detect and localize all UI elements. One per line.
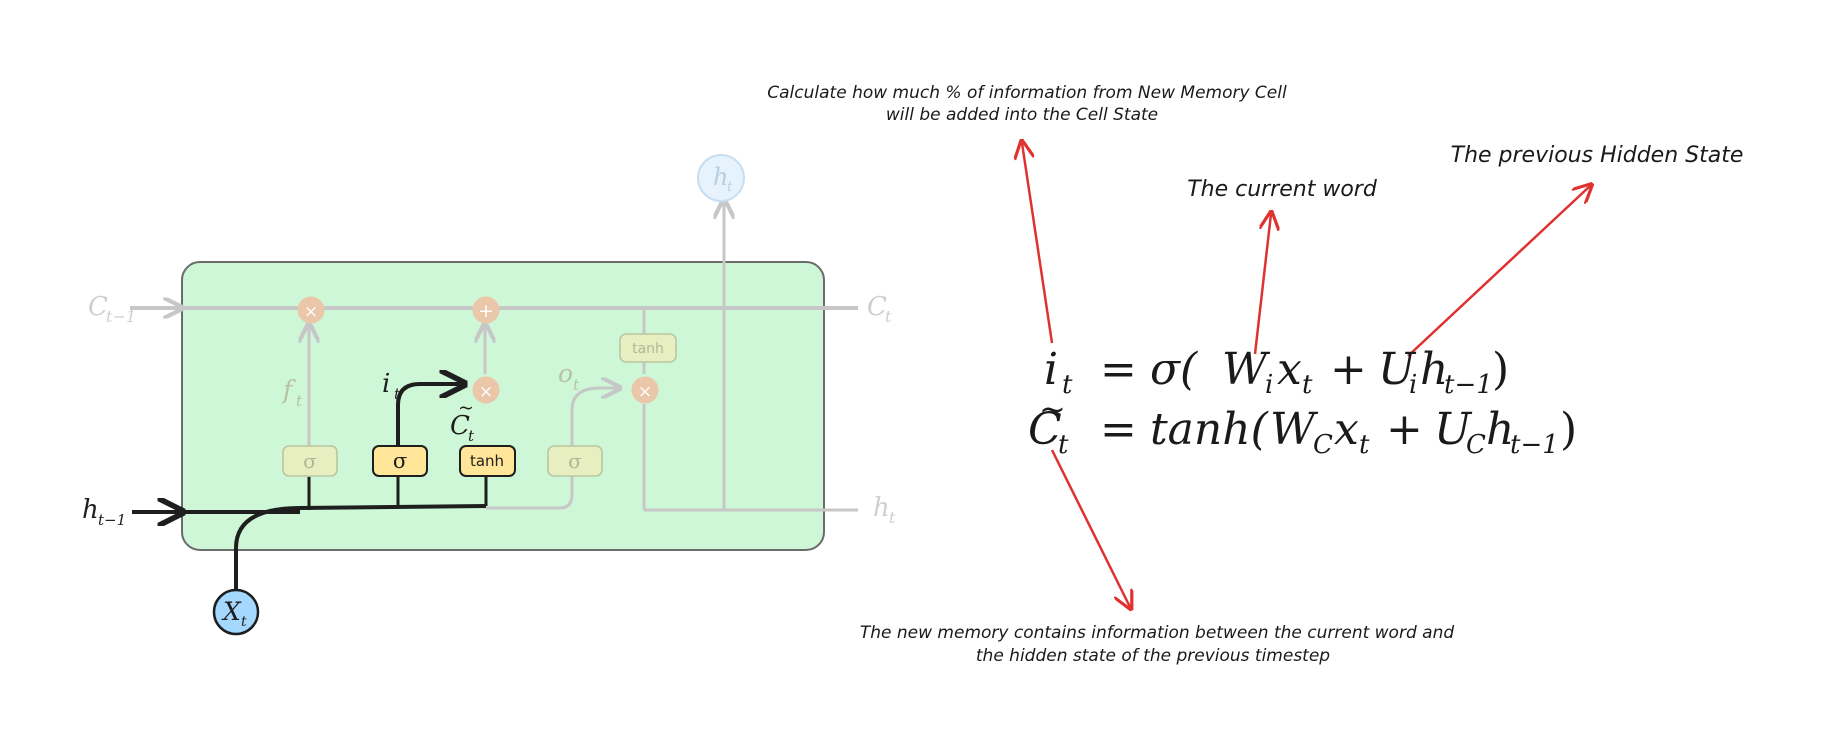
output-sigma-box <box>547 445 603 477</box>
eq1-x-sub: t <box>1302 370 1313 400</box>
input-xt-node <box>212 588 260 636</box>
eq2-w-sub: C <box>1313 430 1333 460</box>
h-prev-label: h <box>82 495 99 525</box>
eq1-u-sub: i <box>1409 370 1417 400</box>
c-out-sub: t <box>885 307 892 326</box>
eq1-x: x <box>1277 344 1302 395</box>
f-t-sub: t <box>296 392 303 410</box>
eq1-equals: = <box>1100 344 1137 395</box>
eq1-fn: σ( <box>1150 344 1198 395</box>
eq2-h: h <box>1486 404 1514 455</box>
eq1-h-sub: t−1 <box>1444 370 1493 400</box>
eq1-w: W <box>1222 344 1271 395</box>
new-memory-note-line1: The new memory contains information betw… <box>860 623 1454 643</box>
input-multiply-op <box>472 376 500 404</box>
input-sigma-label: σ <box>393 449 407 473</box>
eq2-lhs: C <box>1028 404 1062 455</box>
input-gate-note-line2: will be added into the Cell State <box>886 105 1158 125</box>
o-t-label: o <box>558 359 573 388</box>
eq1-plus: + <box>1330 344 1367 395</box>
h-out-label: h <box>873 493 890 523</box>
lstm-cell: σ σ tanh × + × × f t o t h t C t−1 C t h… <box>82 154 896 636</box>
c-tilde-label: C <box>450 411 470 441</box>
eq1-u: U <box>1378 344 1417 395</box>
eq2-u-sub: C <box>1466 430 1486 460</box>
eq2-lhs-sub: t <box>1058 430 1069 460</box>
c-prev-label: C <box>88 292 108 322</box>
input-sigma-box <box>372 445 428 477</box>
eq2-equals: = <box>1100 404 1137 455</box>
eq1-lhs-sub: t <box>1062 370 1073 400</box>
forget-sigma-box <box>282 445 338 477</box>
c-prev-sub: t−1 <box>106 307 136 326</box>
eq2-h-sub: t−1 <box>1510 430 1559 460</box>
x-t-label: X <box>221 597 242 626</box>
cell-add-symbol: + <box>478 300 494 322</box>
eq1-close: ) <box>1492 344 1509 395</box>
eq2-x-sub: t <box>1359 430 1370 460</box>
f-t-label: f <box>281 375 296 404</box>
eq2-w: W <box>1270 404 1319 455</box>
forget-sigma-label: σ <box>303 449 317 473</box>
output-multiply-symbol: × <box>638 382 652 402</box>
eq2-fn: tanh( <box>1150 404 1269 455</box>
equation-input-gate: i t = σ( W i x t + U i h t−1 ) <box>1044 344 1509 400</box>
eq2-tilde: ~ <box>1039 390 1066 428</box>
arrow-to-previous-hidden <box>1407 186 1590 357</box>
output-sigma-label: σ <box>568 449 582 473</box>
forget-multiply-op <box>297 296 325 324</box>
forget-multiply-symbol: × <box>304 302 318 322</box>
new-memory-note-line2: the hidden state of the previous timeste… <box>976 646 1330 666</box>
input-gate-path <box>396 384 462 446</box>
i-t-sub: t <box>394 385 401 403</box>
x-t-sub: t <box>241 614 247 630</box>
arrow-to-current-word <box>1253 214 1271 355</box>
candidate-tanh-label: tanh <box>470 452 504 470</box>
c-tilde-mark: ~ <box>458 397 474 419</box>
c-tilde-sub: t <box>468 427 475 445</box>
output-tanh-label: tanh <box>632 341 664 357</box>
input-gate-note-line1: Calculate how much % of information from… <box>767 83 1287 103</box>
arrow-to-input-gate-note <box>1022 143 1054 344</box>
eq2-x: x <box>1334 404 1359 455</box>
eq1-lhs: i <box>1044 344 1058 395</box>
current-word-note: The current word <box>1187 177 1378 202</box>
i-t-label: i <box>382 369 390 399</box>
annotations: Calculate how much % of information from… <box>767 83 1743 666</box>
h-top-label: h <box>713 163 728 191</box>
h-out-sub: t <box>889 508 896 527</box>
output-multiply-op <box>631 376 659 404</box>
hidden-top-node <box>697 154 745 202</box>
o-t-sub: t <box>573 376 580 394</box>
h-prev-sub: t−1 <box>98 511 126 529</box>
eq2-u: U <box>1434 404 1473 455</box>
eq2-close: ) <box>1560 404 1577 455</box>
eq1-w-sub: i <box>1265 370 1273 400</box>
output-tanh-box <box>619 333 677 363</box>
input-multiply-symbol: × <box>479 382 493 402</box>
input-bus <box>234 504 487 590</box>
c-out-label: C <box>867 292 887 322</box>
h-top-sub: t <box>727 180 733 195</box>
candidate-tanh-box <box>459 445 516 477</box>
cell-add-op <box>472 296 500 324</box>
arrow-to-new-memory-note <box>1050 449 1130 607</box>
eq2-plus: + <box>1386 404 1423 455</box>
equation-candidate: ~ C t = tanh( W C x t + U C h t−1 ) <box>1028 390 1577 460</box>
previous-hidden-note: The previous Hidden State <box>1451 143 1744 168</box>
eq1-h: h <box>1420 344 1448 395</box>
